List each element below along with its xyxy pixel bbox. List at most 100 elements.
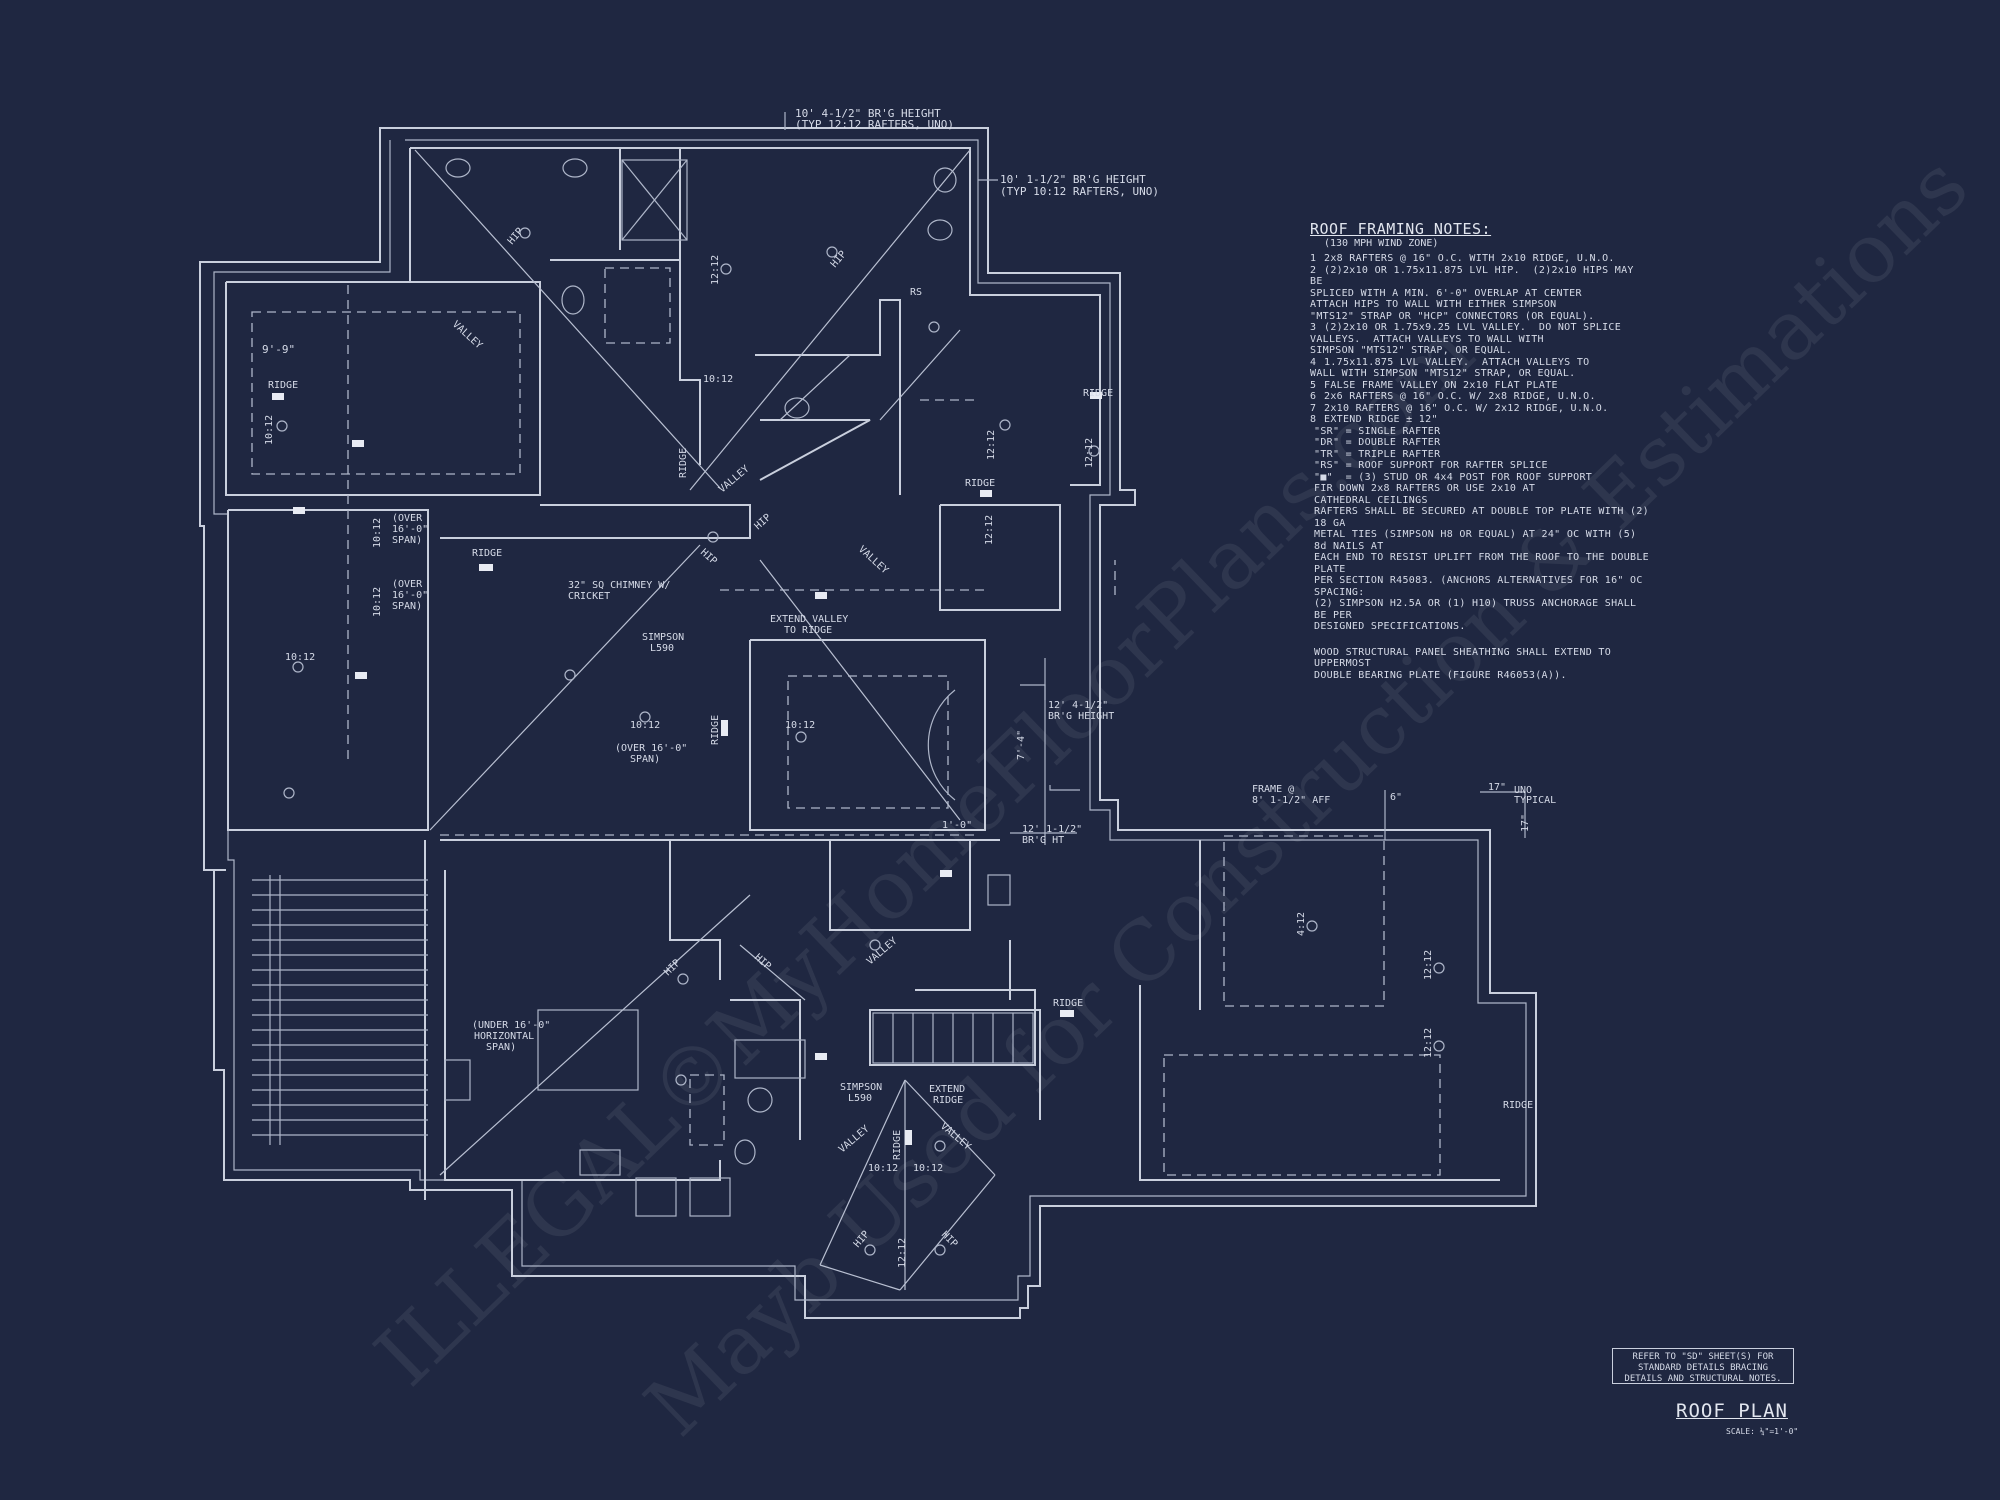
label-dim-17b: 17" [1520, 814, 1531, 832]
label-over-16-c: SPAN) [392, 601, 422, 612]
label-chimney-1: 32" SQ CHIMNEY W/ [568, 580, 670, 591]
note-item: 1 2x8 RAFTERS @ 16" O.C. WITH 2x10 RIDGE,… [1310, 253, 1650, 265]
label-brg-top-1: 10' 4-1/2" BR'G HEIGHT [795, 107, 941, 120]
label-ridge: RIDGE [472, 548, 502, 559]
label-pitch: 4:12 [1296, 912, 1307, 936]
label-under-16-3: SPAN) [486, 1042, 516, 1053]
note-text: 2x8 RAFTERS @ 16" O.C. WITH 2x10 RIDGE, … [1324, 253, 1615, 264]
label-brg-right-2: (TYP 10:12 RAFTERS, UNO) [1000, 185, 1159, 198]
note-number: 1 [1310, 253, 1317, 264]
label-pitch: 12:12 [1084, 438, 1095, 468]
label-center-span-2: SPAN) [630, 754, 660, 765]
support-posts [272, 392, 1102, 1145]
label-pitch: 10:12 [703, 374, 733, 385]
sink-icon [784, 397, 810, 419]
note-sheathing: WOOD STRUCTURAL PANEL SHEATHING SHALL EX… [1314, 646, 1612, 681]
label-brg-mid-2: BR'G HEIGHT [1048, 711, 1114, 722]
dimension-lines [784, 112, 1526, 845]
shower-icon [621, 159, 688, 241]
sink-icon [734, 1139, 756, 1165]
fixtures [444, 158, 957, 1176]
note-bullet: "TR" = TRIPLE RAFTER [1314, 448, 1441, 460]
label-ridge: RIDGE [268, 380, 298, 391]
label-pitch: 10:12 [630, 720, 660, 731]
sheet-title: ROOF PLAN [1676, 1400, 1788, 1422]
hip-valley-lines [414, 149, 996, 1291]
label-extend-2: RIDGE [933, 1095, 963, 1106]
note-text: 2x6 RAFTERS @ 16" O.C. W/ 2x8 RIDGE, U.N… [1324, 391, 1596, 402]
label-valley: VALLEY [717, 464, 752, 496]
note-text: FALSE FRAME VALLEY ON 2x10 FLAT PLATE [1324, 379, 1558, 391]
label-dim-6: 6" [1390, 792, 1402, 803]
reference-note-box: REFER TO "SD" SHEET(S) FOR STANDARD DETA… [1612, 1348, 1794, 1384]
label-extend-valley-1: EXTEND VALLEY [770, 614, 848, 625]
note-text: (2)2x10 OR 1.75x9.25 LVL VALLEY. DO NOT … [1310, 322, 1622, 356]
label-uno-2: TYPICAL [1514, 795, 1556, 806]
note-number: 7 [1310, 402, 1317, 414]
label-over-16-b: 16'-0" [392, 524, 428, 535]
sink-double-icon [444, 1059, 471, 1101]
note-bullet: "SR" = SINGLE RAFTER [1314, 425, 1441, 437]
label-brg-low-1: 12' 1-1/2" [1022, 824, 1082, 835]
label-extend-1: EXTEND [929, 1084, 965, 1095]
label-over-16-c: SPAN) [392, 535, 422, 546]
label-pitch: 10:12 [868, 1163, 898, 1174]
tub-icon [734, 1039, 806, 1079]
toilet-icon [747, 1087, 773, 1113]
note-item: 6 2x6 RAFTERS @ 16" O.C. W/ 2x8 RIDGE, U.… [1310, 391, 1650, 403]
note-number: 8 [1310, 414, 1317, 425]
note-text: 1.75x11.875 LVL VALLEY. ATTACH VALLEYS T… [1310, 356, 1590, 380]
note-number: 3 [1310, 322, 1317, 333]
label-dim-17: 17" [1488, 782, 1506, 793]
bay-arc [927, 689, 956, 801]
reference-line: REFER TO "SD" SHEET(S) FOR [1632, 1352, 1774, 1362]
note-text: (2)2x10 OR 1.75x11.875 LVL HIP. (2)2x10 … [1310, 264, 1634, 322]
label-ridge: RIDGE [678, 448, 689, 478]
notes-title: ROOF FRAMING NOTES: [1310, 220, 1492, 238]
label-valley: VALLEY [837, 1124, 872, 1156]
sink-icon [933, 167, 957, 193]
label-pitch: 10:12 [264, 415, 275, 445]
label-hip: HIP [939, 1229, 960, 1250]
toilet-icon [561, 285, 585, 315]
label-ridge: RIDGE [965, 478, 995, 489]
plan-labels: 10' 4-1/2" BR'G HEIGHT (TYP 12:12 RAFTER… [262, 107, 1556, 1268]
label-pitch: 12:12 [1423, 950, 1434, 980]
notes-wind-zone: (130 MPH WIND ZONE) [1324, 238, 1439, 249]
sheet-scale: SCALE: ¼"=1'-0" [1726, 1427, 1799, 1436]
label-over-16-a: (OVER [392, 579, 423, 590]
label-over-16-a: (OVER [392, 513, 423, 524]
label-uno-1: UNO [1514, 785, 1532, 796]
note-number: 6 [1310, 391, 1317, 402]
toilet-icon [927, 219, 953, 241]
label-ridge: RIDGE [892, 1130, 903, 1160]
label-brg-top-2: (TYP 12:12 RAFTERS, UNO) [795, 118, 954, 131]
label-brg-right-1: 10' 1-1/2" BR'G HEIGHT [1000, 173, 1146, 186]
label-hip: HIP [829, 249, 849, 270]
label-simpson: SIMPSON [642, 632, 684, 643]
note-bullet: FIR DOWN 2x8 RAFTERS OR USE 2x10 AT CATH… [1314, 483, 1536, 506]
label-pitch: 10:12 [285, 652, 315, 663]
pergola-rafters [252, 875, 428, 1145]
label-pitch: 12:12 [984, 515, 995, 545]
label-pitch: 10:12 [785, 720, 815, 731]
label-dim-9-9: 9'-9" [262, 343, 295, 356]
label-ridge: RIDGE [1503, 1100, 1533, 1111]
label-dim-7-4: 7'-4" [1016, 730, 1027, 760]
bearing-lines [251, 267, 1441, 1176]
note-text: EXTEND RIDGE ± 12" [1324, 414, 1438, 425]
note-item: 5 FALSE FRAME VALLEY ON 2x10 FLAT PLATE [1310, 380, 1650, 392]
stair-treads [872, 1012, 1034, 1064]
label-brg-low-2: BR'G HT [1022, 835, 1064, 846]
label-hip: HIP [698, 547, 719, 567]
label-valley: VALLEY [450, 319, 484, 351]
roof-framing-notes: ROOF FRAMING NOTES: (130 MPH WIND ZONE) … [1310, 220, 1650, 681]
interior-walls [225, 147, 1500, 1217]
label-ridge: RIDGE [1083, 388, 1113, 399]
label-pitch: 12:12 [1423, 1028, 1434, 1058]
note-number: 5 [1310, 379, 1317, 391]
label-hip: HIP [506, 226, 526, 247]
note-number: 4 [1310, 356, 1317, 368]
